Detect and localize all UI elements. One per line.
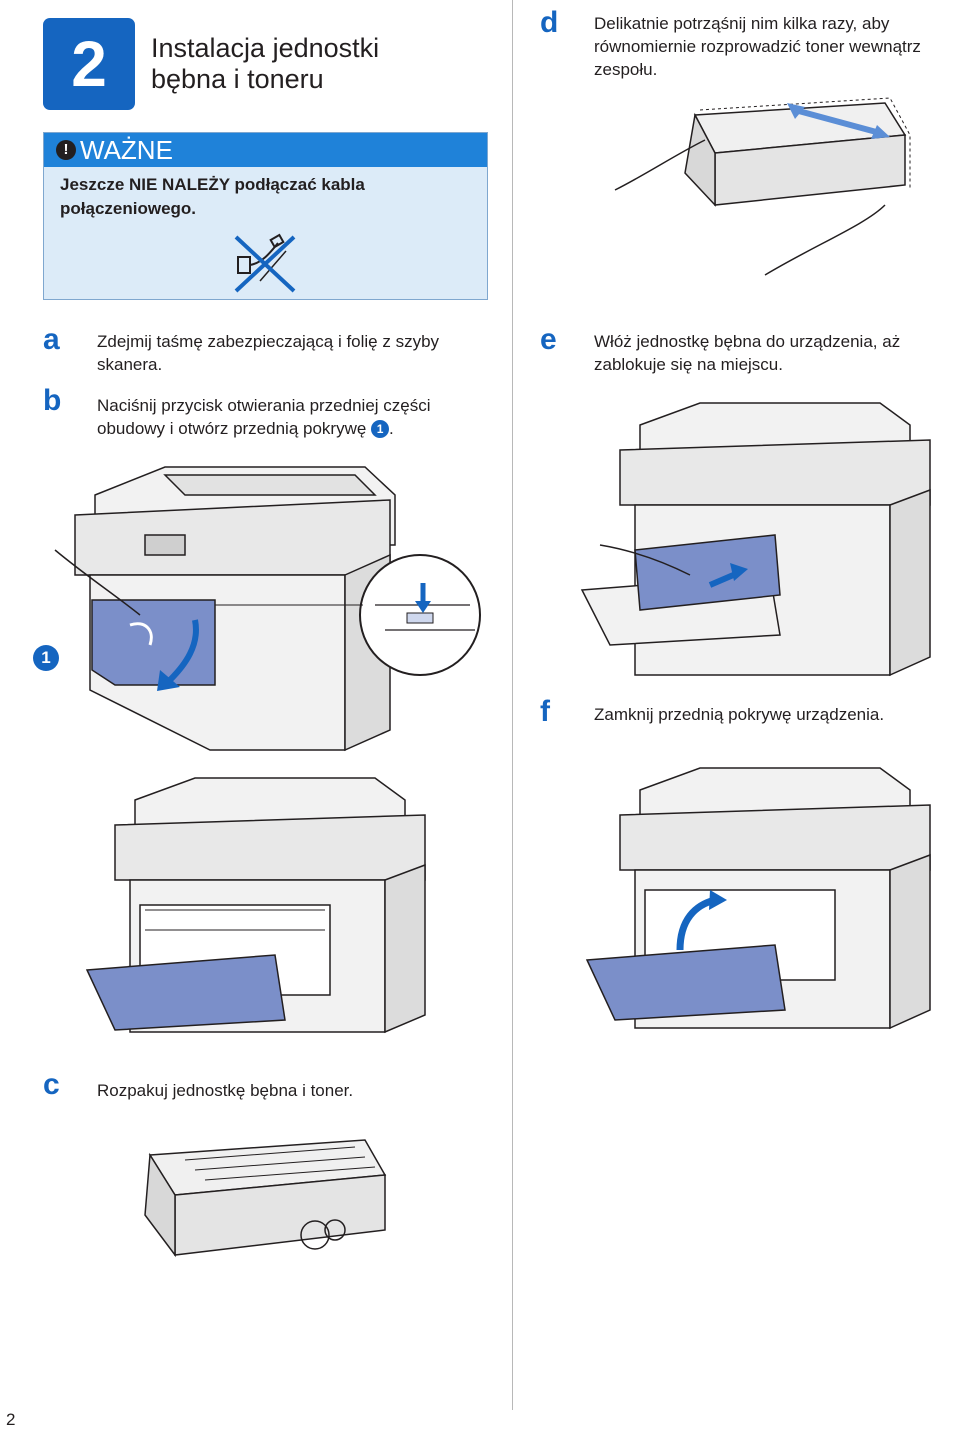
step-f-line1: Zamknij przednią pokrywę urządzenia. (594, 705, 885, 724)
notice-text: Jeszcze NIE NALEŻY podłączać kabla połąc… (60, 173, 480, 221)
page-title-line1: Instalacja jednostki (151, 33, 380, 63)
printer-front-open-illustration (85, 777, 426, 1034)
step-number-badge: 2 (43, 18, 135, 110)
page-title-line2: bębna i toneru (151, 64, 324, 94)
step-c-letter: c (43, 1068, 60, 1101)
printer-open-cover-illustration (54, 466, 481, 752)
step-d-line3: zespołu. (594, 60, 658, 79)
step-b-text: Naciśnij przycisk otwierania przedniej c… (97, 394, 497, 440)
step-b-line2-text: obudowy i otwórz przednią pokrywę (97, 419, 372, 438)
column-divider (512, 0, 513, 1410)
illustration-callout-1: 1 (33, 645, 59, 671)
notice-header: ! WAŻNE (44, 133, 487, 167)
notice-text-line2: połączeniowego. (60, 199, 197, 218)
important-notice: ! WAŻNE Jeszcze NIE NALEŻY podłączać kab… (43, 132, 488, 300)
close-cover-illustration (585, 767, 931, 1030)
drum-unit-illustration (144, 1139, 387, 1258)
exclamation-icon: ! (56, 140, 76, 160)
step-f-text: Zamknij przednią pokrywę urządzenia. (594, 703, 954, 726)
page-number: 2 (6, 1410, 16, 1429)
notice-text-line1: Jeszcze NIE NALEŻY podłączać kabla (60, 175, 365, 194)
step-a-text: Zdejmij taśmę zabezpieczającą i folię z … (97, 330, 497, 376)
step-f-letter: f (540, 695, 550, 728)
step-a-line2: skanera. (97, 355, 163, 374)
insert-drum-illustration (580, 402, 931, 677)
step-d-letter: d (540, 6, 559, 39)
step-c-line1: Rozpakuj jednostkę bębna i toner. (97, 1081, 354, 1100)
step-a-letter: a (43, 323, 60, 356)
step-d-text: Delikatnie potrząśnij nim kilka razy, ab… (594, 12, 954, 81)
shake-drum-illustration (614, 97, 911, 276)
step-c-text: Rozpakuj jednostkę bębna i toner. (97, 1079, 497, 1102)
step-d-line1: Delikatnie potrząśnij nim kilka razy, ab… (594, 14, 890, 33)
page-title: Instalacja jednostki bębna i toneru (151, 33, 451, 95)
step-b-letter: b (43, 384, 62, 417)
step-b-line2-suffix: . (389, 419, 394, 438)
step-e-text: Włóż jednostkę bębna do urządzenia, aż z… (594, 330, 954, 376)
step-e-line2: zablokuje się na miejscu. (594, 355, 783, 374)
step-d-line2: równomiernie rozprowadzić toner wewnątrz (594, 37, 921, 56)
step-a-line1: Zdejmij taśmę zabezpieczającą i folię z … (97, 332, 440, 351)
step-e-letter: e (540, 323, 557, 356)
step-b-line2: obudowy i otwórz przednią pokrywę 1. (97, 417, 497, 440)
callout-1-inline: 1 (371, 420, 390, 438)
no-cable-icon (234, 233, 296, 293)
step-b-line1: Naciśnij przycisk otwierania przedniej c… (97, 396, 431, 415)
notice-title: WAŻNE (80, 135, 173, 165)
step-e-line1: Włóż jednostkę bębna do urządzenia, aż (594, 332, 901, 351)
